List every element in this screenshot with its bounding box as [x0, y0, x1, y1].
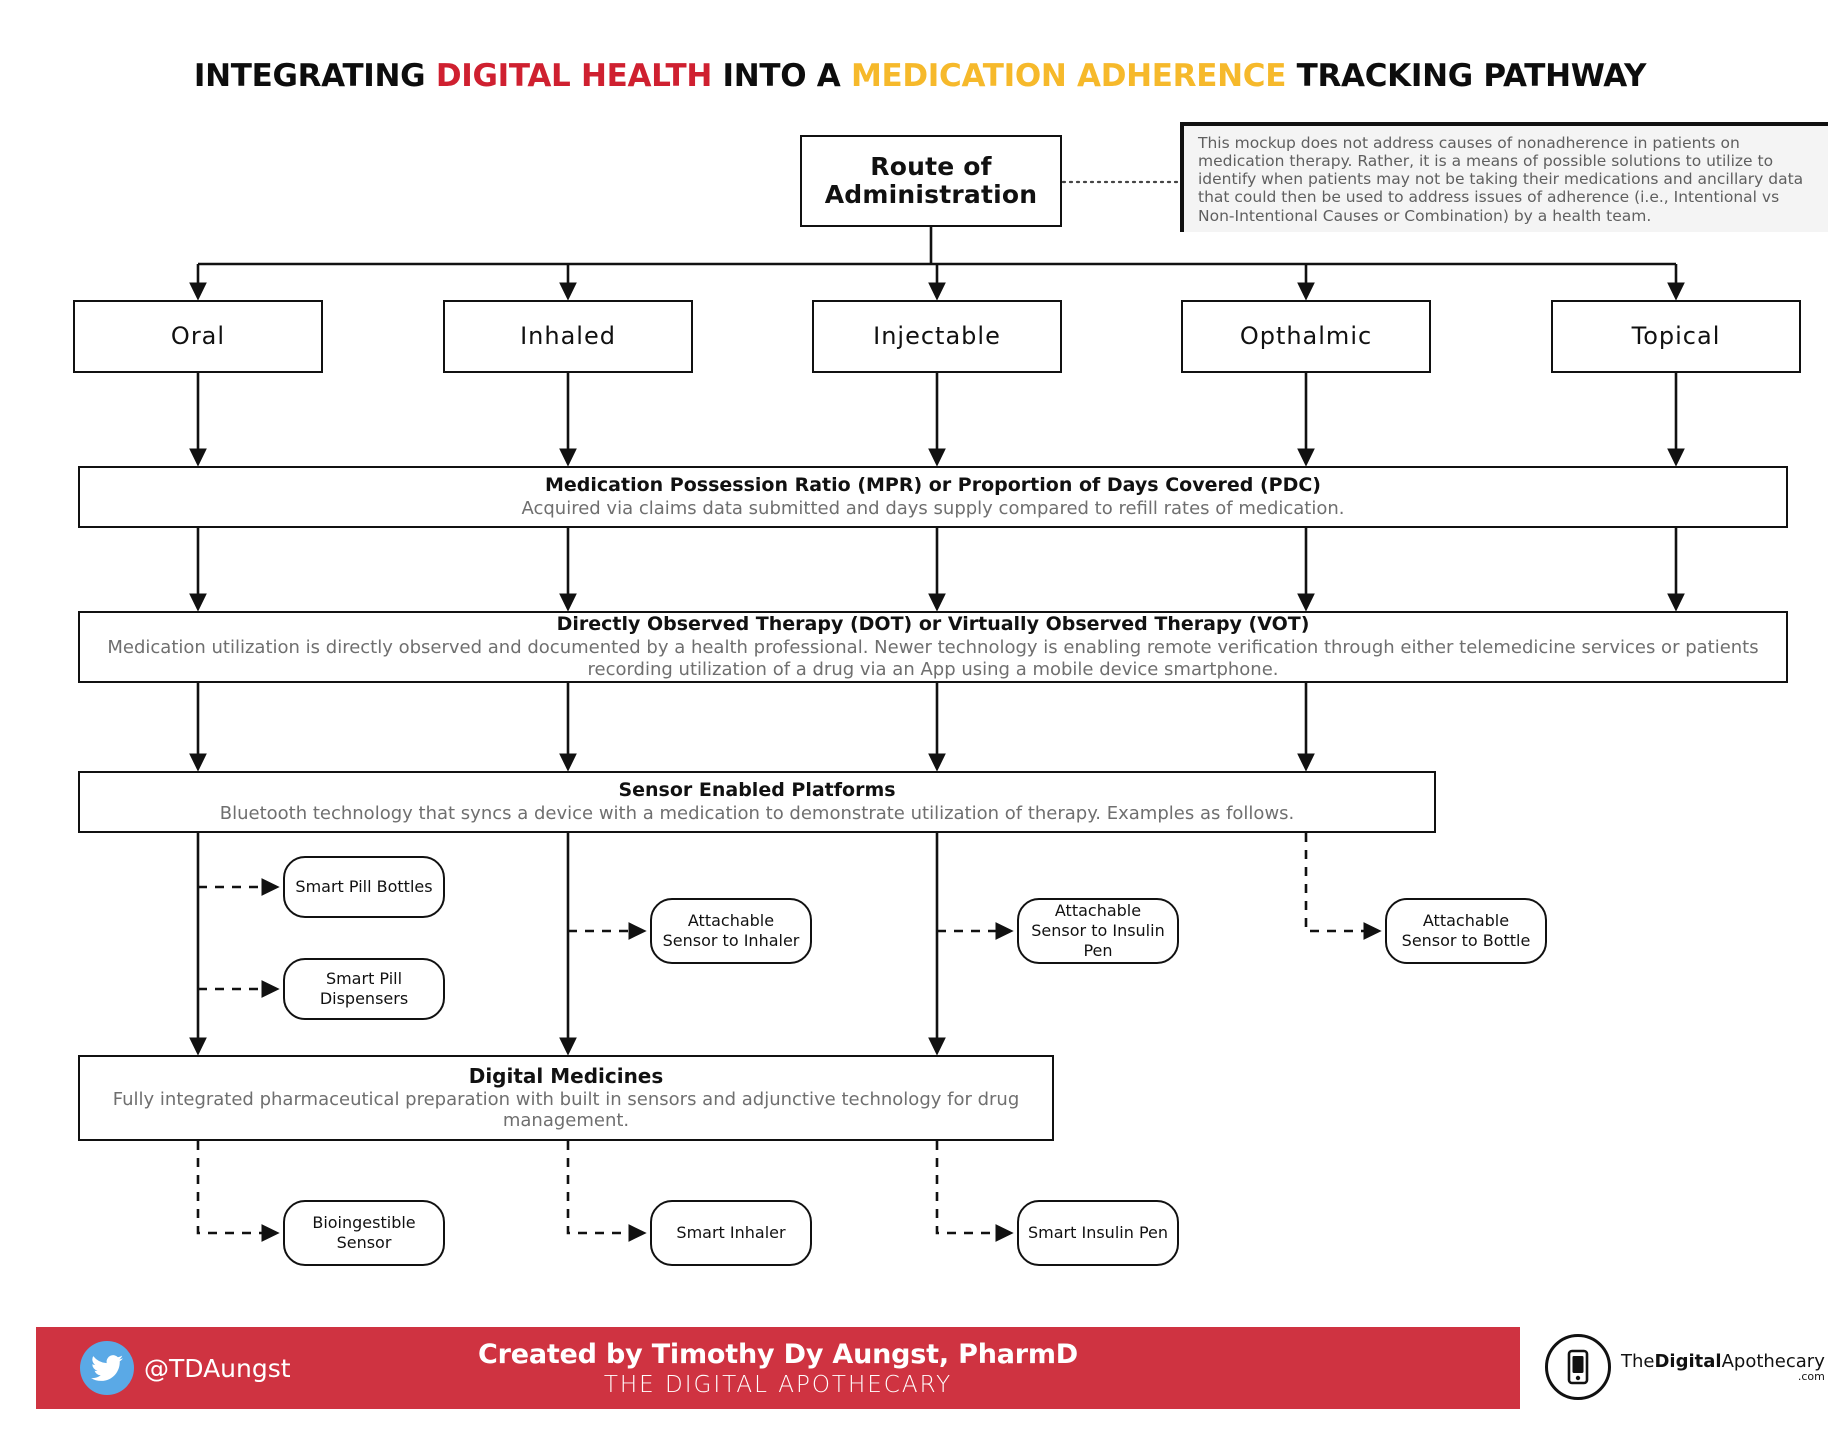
route-injectable-label: Injectable: [873, 322, 1001, 351]
logo-tld: .com: [1797, 1369, 1825, 1383]
node-dot-vot[interactable]: Directly Observed Therapy (DOT) or Virtu…: [78, 611, 1788, 683]
logo-wordmark: TheDigitalApothecary .com: [1621, 1350, 1825, 1383]
route-opthalmic-label: Opthalmic: [1239, 322, 1373, 351]
note-text: This mockup does not address causes of n…: [1198, 134, 1804, 225]
route-label-line2: Administration: [824, 180, 1038, 209]
footer-credit: Created by Timothy Dy Aungst, PharmD: [477, 1338, 1079, 1370]
leaf-label: Attachable Sensor to Bottle: [1401, 911, 1531, 950]
route-topical-label: Topical: [1631, 322, 1721, 351]
note-callout: This mockup does not address causes of n…: [1180, 122, 1828, 232]
node-digital-medicines[interactable]: Digital Medicines Fully integrated pharm…: [78, 1055, 1054, 1141]
digital-heading: Digital Medicines: [468, 1063, 664, 1088]
sensor-body: Bluetooth technology that syncs a device…: [219, 803, 1295, 825]
footer-bar: Created by Timothy Dy Aungst, PharmD THE…: [36, 1327, 1520, 1409]
leaf-smart-inhaler[interactable]: Smart Inhaler: [650, 1200, 812, 1266]
twitter-icon[interactable]: [80, 1341, 134, 1395]
twitter-handle: @TDAungst: [144, 1353, 291, 1383]
leaf-label: Bioingestible Sensor: [312, 1213, 416, 1252]
node-route-injectable[interactable]: Injectable: [812, 300, 1062, 373]
apothecary-logo-icon: [1545, 1334, 1611, 1400]
title-part-digital-health: DIGITAL HEALTH: [435, 58, 712, 94]
footer-credit-block: Created by Timothy Dy Aungst, PharmD THE…: [36, 1327, 1520, 1409]
sensor-heading: Sensor Enabled Platforms: [618, 778, 896, 801]
leaf-label: Attachable Sensor to Insulin Pen: [1031, 901, 1165, 960]
node-route-oral[interactable]: Oral: [73, 300, 323, 373]
node-route-opthalmic[interactable]: Opthalmic: [1181, 300, 1431, 373]
title-part-3: INTO A: [711, 58, 851, 94]
title-part-medication-adherence: MEDICATION ADHERENCE: [850, 58, 1287, 94]
leaf-label: Smart Insulin Pen: [1028, 1223, 1168, 1242]
leaf-label: Attachable Sensor to Inhaler: [662, 911, 800, 950]
leaf-attachable-sensor-insulin-pen[interactable]: Attachable Sensor to Insulin Pen: [1017, 898, 1179, 964]
footer-brand: THE DIGITAL APOTHECARY: [603, 1371, 953, 1398]
dot-body: Medication utilization is directly obser…: [107, 637, 1759, 680]
brand-logo[interactable]: TheDigitalApothecary .com: [1545, 1334, 1825, 1400]
node-mpr-pdc[interactable]: Medication Possession Ratio (MPR) or Pro…: [78, 466, 1788, 528]
leaf-attachable-sensor-inhaler[interactable]: Attachable Sensor to Inhaler: [650, 898, 812, 964]
leaf-attachable-sensor-bottle[interactable]: Attachable Sensor to Bottle: [1385, 898, 1547, 964]
logo-apothecary: Apothecary: [1721, 1350, 1825, 1372]
mpr-heading: Medication Possession Ratio (MPR) or Pro…: [545, 473, 1321, 496]
node-route-of-administration[interactable]: Route of Administration: [800, 135, 1062, 227]
node-route-topical[interactable]: Topical: [1551, 300, 1801, 373]
leaf-label: Smart Pill Bottles: [295, 877, 433, 896]
route-inhaled-label: Inhaled: [520, 322, 616, 351]
logo-digital: Digital: [1654, 1350, 1722, 1372]
digital-body: Fully integrated pharmaceutical preparat…: [112, 1088, 1020, 1132]
page-title: INTEGRATING DIGITAL HEALTH INTO A MEDICA…: [0, 58, 1840, 94]
title-part-1: INTEGRATING: [193, 58, 436, 94]
dot-heading: Directly Observed Therapy (DOT) or Virtu…: [556, 613, 1310, 636]
route-label-line1: Route of: [870, 152, 992, 181]
leaf-bioingestible-sensor[interactable]: Bioingestible Sensor: [283, 1200, 445, 1266]
mpr-body: Acquired via claims data submitted and d…: [521, 498, 1345, 520]
node-route-inhaled[interactable]: Inhaled: [443, 300, 693, 373]
leaf-smart-pill-dispensers[interactable]: Smart Pill Dispensers: [283, 958, 445, 1020]
leaf-smart-pill-bottles[interactable]: Smart Pill Bottles: [283, 856, 445, 918]
leaf-label: Smart Inhaler: [676, 1223, 786, 1242]
leaf-smart-insulin-pen[interactable]: Smart Insulin Pen: [1017, 1200, 1179, 1266]
route-oral-label: Oral: [170, 322, 226, 351]
title-part-5: TRACKING PATHWAY: [1286, 58, 1647, 94]
logo-pre: The: [1621, 1350, 1655, 1372]
twitter-attribution[interactable]: @TDAungst: [80, 1341, 291, 1395]
leaf-label: Smart Pill Dispensers: [319, 969, 409, 1008]
node-sensor-enabled-platforms[interactable]: Sensor Enabled Platforms Bluetooth techn…: [78, 771, 1436, 833]
